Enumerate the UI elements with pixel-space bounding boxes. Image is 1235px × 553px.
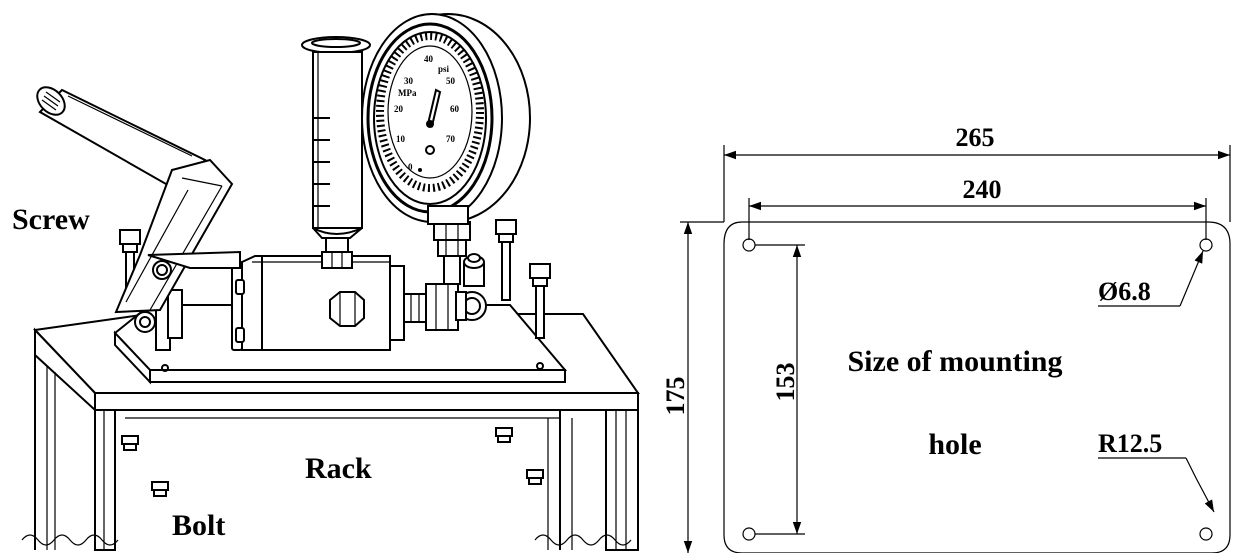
gauge-scale-label: 40 <box>424 54 434 64</box>
nut-icon <box>526 469 544 485</box>
mounting-hole-drawing: 265 240 175 153 Ø6.8 R12.5 Size of mount… <box>661 123 1231 553</box>
gauge-scale-label: 50 <box>446 76 456 86</box>
gauge-scale-label: 0 <box>408 162 413 172</box>
dim-hole-diameter: Ø6.8 <box>1098 277 1151 306</box>
pump-body <box>231 255 405 351</box>
gauge-scale-label: MPa <box>398 88 417 98</box>
label-screw: Screw <box>12 203 90 236</box>
mounting-hole <box>742 527 756 541</box>
drawing-title-line1: Size of mounting <box>847 345 1062 378</box>
screw-icon <box>529 263 551 339</box>
dim-overall-height: 175 <box>661 377 690 416</box>
mounting-hole <box>1199 527 1213 541</box>
gauge-scale-label: 10 <box>396 134 406 144</box>
mounting-hole <box>742 238 756 252</box>
valve-fittings <box>403 221 487 331</box>
label-bolt: Bolt <box>172 509 225 542</box>
pump-illustration: MPa psi 0 10 20 30 40 50 60 70 <box>12 13 640 551</box>
rack-bolts <box>121 427 544 497</box>
pump-handle <box>36 86 241 333</box>
mounting-hole <box>1199 238 1213 252</box>
screw-icon <box>495 219 517 301</box>
gauge-scale-label: 70 <box>446 134 456 144</box>
label-rack: Rack <box>305 452 372 485</box>
reservoir-syringe <box>301 36 371 269</box>
pressure-gauge: MPa psi 0 10 20 30 40 50 60 70 <box>361 13 531 225</box>
gauge-scale-label: psi <box>438 64 450 74</box>
nut-icon <box>151 481 169 497</box>
drawing-title-line2: hole <box>928 428 981 461</box>
nut-icon <box>495 427 513 443</box>
gauge-scale-label: 30 <box>404 76 414 86</box>
gauge-scale-label: 60 <box>450 104 460 114</box>
dim-hole-spacing-width: 240 <box>963 175 1002 204</box>
dim-corner-radius: R12.5 <box>1098 429 1162 458</box>
plate-outline <box>723 221 1231 553</box>
dim-hole-spacing-height: 153 <box>771 363 800 402</box>
gauge-scale-label: 20 <box>394 104 404 114</box>
dim-overall-width: 265 <box>956 123 995 152</box>
leader-diameter <box>1179 250 1204 307</box>
leader-radius <box>1185 457 1215 513</box>
nut-icon <box>121 435 139 451</box>
